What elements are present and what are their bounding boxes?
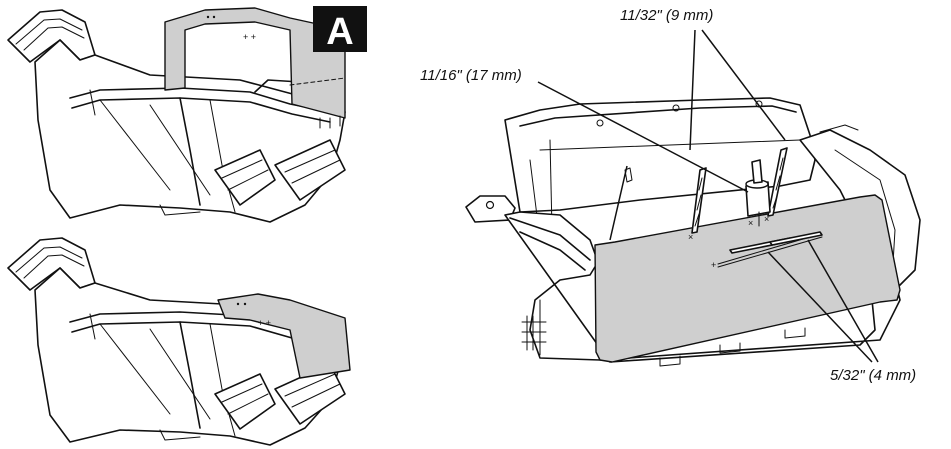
- step-badge-letter: A: [326, 11, 353, 53]
- svg-text:×: ×: [748, 218, 753, 228]
- svg-text:+ +: + +: [258, 318, 271, 328]
- callout-11-16: 11/16" (17 mm): [420, 67, 749, 241]
- step-badge: A: [313, 6, 367, 53]
- svg-text:×: ×: [688, 232, 693, 242]
- callout-label-11-32: 11/32" (9 mm): [620, 7, 713, 24]
- callout-label-5-32: 5/32" (4 mm): [830, 367, 916, 384]
- svg-text:+ +: + +: [243, 32, 256, 42]
- callout-label-11-16: 11/16" (17 mm): [420, 67, 522, 84]
- callout-5-32: 5/32" (4 mm): [767, 239, 916, 384]
- figure-template-applied: + +: [7, 237, 351, 446]
- figure-drilling-detail: × × × +: [465, 97, 921, 367]
- svg-text:×: ×: [764, 214, 769, 224]
- drill-bit-small-right: [767, 147, 788, 217]
- hole-saw-bit: [745, 159, 771, 227]
- callout-11-32: 11/32" (9 mm): [620, 7, 786, 151]
- svg-text:+: +: [711, 260, 716, 270]
- drill-bit-tiny: [729, 231, 823, 254]
- figure-template-lifted: + +: [7, 7, 346, 223]
